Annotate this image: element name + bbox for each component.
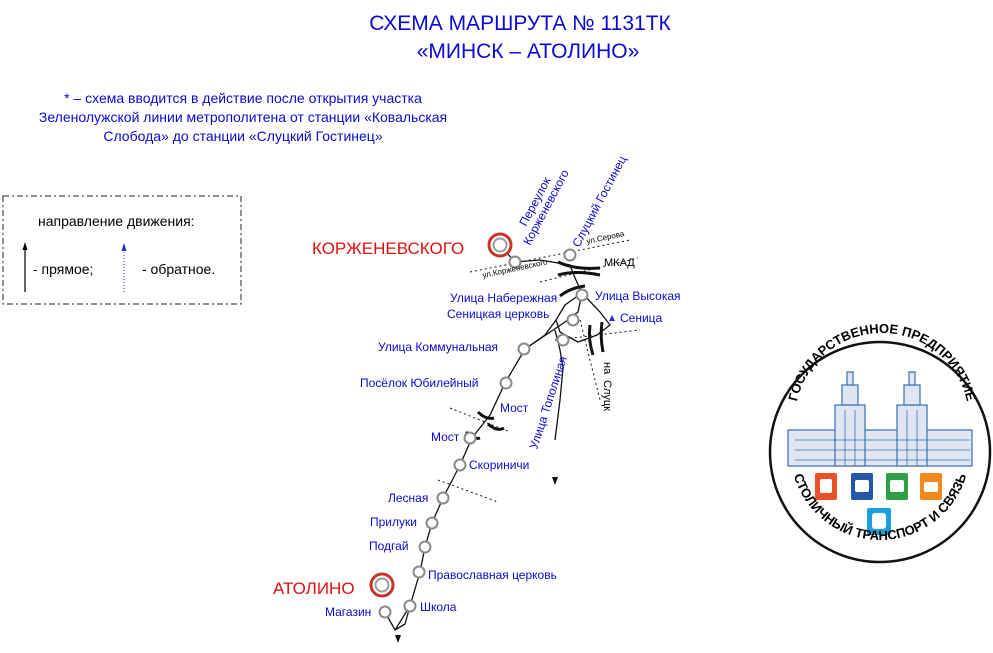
label-church: Православная церковь: [428, 568, 557, 582]
label-vysokaya: Улица Высокая: [595, 289, 681, 303]
stop-yubileyny: [499, 376, 513, 390]
label-magazin: Магазин: [325, 605, 371, 619]
label-topolinaya: Улица Тополиная: [527, 354, 570, 450]
street-na-slutsk-2: Слуцк: [601, 380, 613, 411]
label-priluki: Прилуки: [370, 515, 417, 529]
label-kommunalnaya: Улица Коммунальная: [378, 340, 498, 354]
terminal-atolino: [369, 572, 395, 598]
stop-podgay: [418, 540, 432, 554]
legend-title: направление движения:: [38, 213, 195, 229]
label-shkola: Школа: [420, 600, 457, 614]
label-naberezhnaya: Улица Набережная: [450, 291, 557, 305]
stop-naberezhnaya: [566, 313, 580, 327]
legend-forward: - прямое;: [33, 261, 93, 277]
label-skorinichi: Скориничи: [469, 458, 529, 472]
terminal-end-label: АТОЛИНО: [273, 579, 355, 598]
direction-arrow: [609, 315, 615, 321]
stop-kommunalnaya: [517, 342, 531, 356]
street-na-slutsk-1: на: [601, 362, 613, 375]
stop-shkola: [403, 599, 417, 613]
roads: [437, 239, 641, 503]
terminal-korzhenevskogo: [487, 232, 513, 258]
label-most-1: Мост: [500, 401, 529, 415]
stop-senitsa: [556, 333, 570, 347]
direction-arrow: [552, 477, 558, 485]
label-senitsa: Сеница: [620, 311, 663, 325]
note-line3: Слобода» до станции «Слуцкий Гостинец»: [103, 128, 382, 144]
company-logo: ГОСУДАРСТВЕННОЕ ПРЕДПРИЯТИЕ СТОЛИЧНЫЙ ТР…: [768, 321, 992, 564]
transport-icons: [815, 473, 942, 535]
stop-skorinichi: [453, 458, 467, 472]
direction-arrow: [395, 635, 401, 643]
label-senitsa-church: Сеницкая церковь: [447, 307, 549, 321]
legend-reverse: - обратное.: [142, 261, 215, 277]
map-title-line2: «МИНСК – АТОЛИНО»: [417, 40, 640, 63]
stop-most: [463, 431, 477, 445]
label-yubileyny: Посёлок Юбилейный: [360, 376, 478, 390]
stop-vysokaya: [575, 288, 589, 302]
stop-priluki: [425, 516, 439, 530]
note-line1: * – схема вводится в действие после откр…: [64, 90, 422, 106]
stops: [378, 248, 589, 619]
map-title-line1: СХЕМА МАРШРУТА № 1131ТК: [369, 12, 671, 35]
note-line2: Зеленолужской линии метрополитена от ста…: [39, 109, 447, 125]
stop-magazin: [378, 605, 392, 619]
stop-church: [412, 565, 426, 579]
street-serova: ул.Серова: [586, 229, 626, 246]
stop-lesnaya: [436, 491, 450, 505]
label-podgay: Подгай: [369, 539, 409, 553]
street-mkad: МКАД: [604, 257, 635, 269]
terminal-start-label: КОРЖЕНЕВСКОГО: [312, 239, 464, 258]
label-lesnaya: Лесная: [388, 491, 428, 505]
legend: направление движения: - прямое; - обратн…: [2, 195, 242, 305]
label-most-2: Мост: [431, 430, 460, 444]
stop-pereulok-korzhenevskogo: [508, 255, 522, 269]
stop-slutsky-gostinets: [563, 248, 577, 262]
